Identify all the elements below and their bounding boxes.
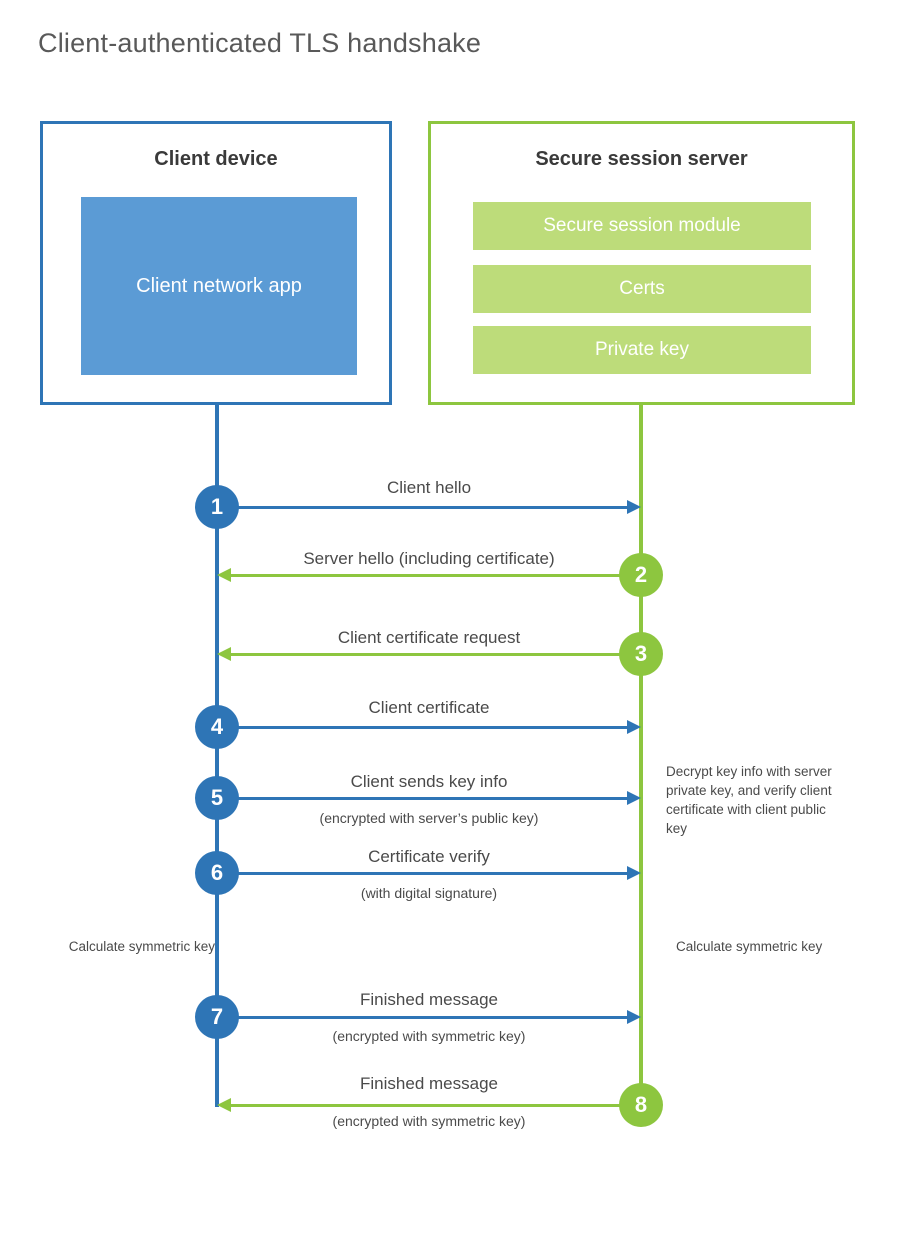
server-bar-certs: Certs	[473, 265, 811, 313]
server-bar-private-key: Private key	[473, 326, 811, 374]
step-6-sublabel: (with digital signature)	[360, 885, 498, 901]
step-circle-5: 5	[195, 776, 239, 820]
step-circle-3: 3	[619, 632, 663, 676]
step-circle-2: 2	[619, 553, 663, 597]
server-lifeline	[639, 405, 643, 1107]
step-3-label: Client certificate request	[337, 628, 521, 647]
step-5-sublabel: (encrypted with server’s public key)	[319, 810, 539, 826]
step-circle-8: 8	[619, 1083, 663, 1127]
step-8-label: Finished message	[360, 1074, 498, 1093]
step-7-label: Finished message	[360, 990, 498, 1009]
step-circle-6: 6	[195, 851, 239, 895]
client-device-box: Client device Client network app	[40, 121, 392, 405]
step-7-sublabel: (encrypted with symmetric key)	[332, 1028, 526, 1044]
server-decrypt-note: Decrypt key info with server private key…	[666, 764, 832, 837]
step-6-label: Certificate verify	[368, 847, 490, 866]
step-2-label: Server hello (including certificate)	[303, 549, 555, 568]
client-device-title: Client device	[154, 148, 278, 170]
step-circle-4: 4	[195, 705, 239, 749]
step-4-label: Client certificate	[368, 698, 490, 717]
step-8-sublabel: (encrypted with symmetric key)	[332, 1113, 526, 1129]
step-circle-1: 1	[195, 485, 239, 529]
server-calculate-symmetric-key-note: Calculate symmetric key	[676, 939, 823, 954]
client-network-app-block: Client network app	[81, 197, 357, 375]
secure-session-server-title: Secure session server	[535, 148, 748, 170]
step-1-label: Client hello	[386, 478, 472, 497]
client-calculate-symmetric-key-note: Calculate symmetric key	[68, 939, 215, 954]
page-title: Client-authenticated TLS handshake	[38, 28, 482, 58]
step-5-label: Client sends key info	[350, 772, 508, 791]
step-circle-7: 7	[195, 995, 239, 1039]
server-bar-secure-session-module: Secure session module	[473, 202, 811, 250]
client-lifeline	[215, 405, 219, 1107]
secure-session-server-box: Secure session server Secure session mod…	[428, 121, 855, 405]
